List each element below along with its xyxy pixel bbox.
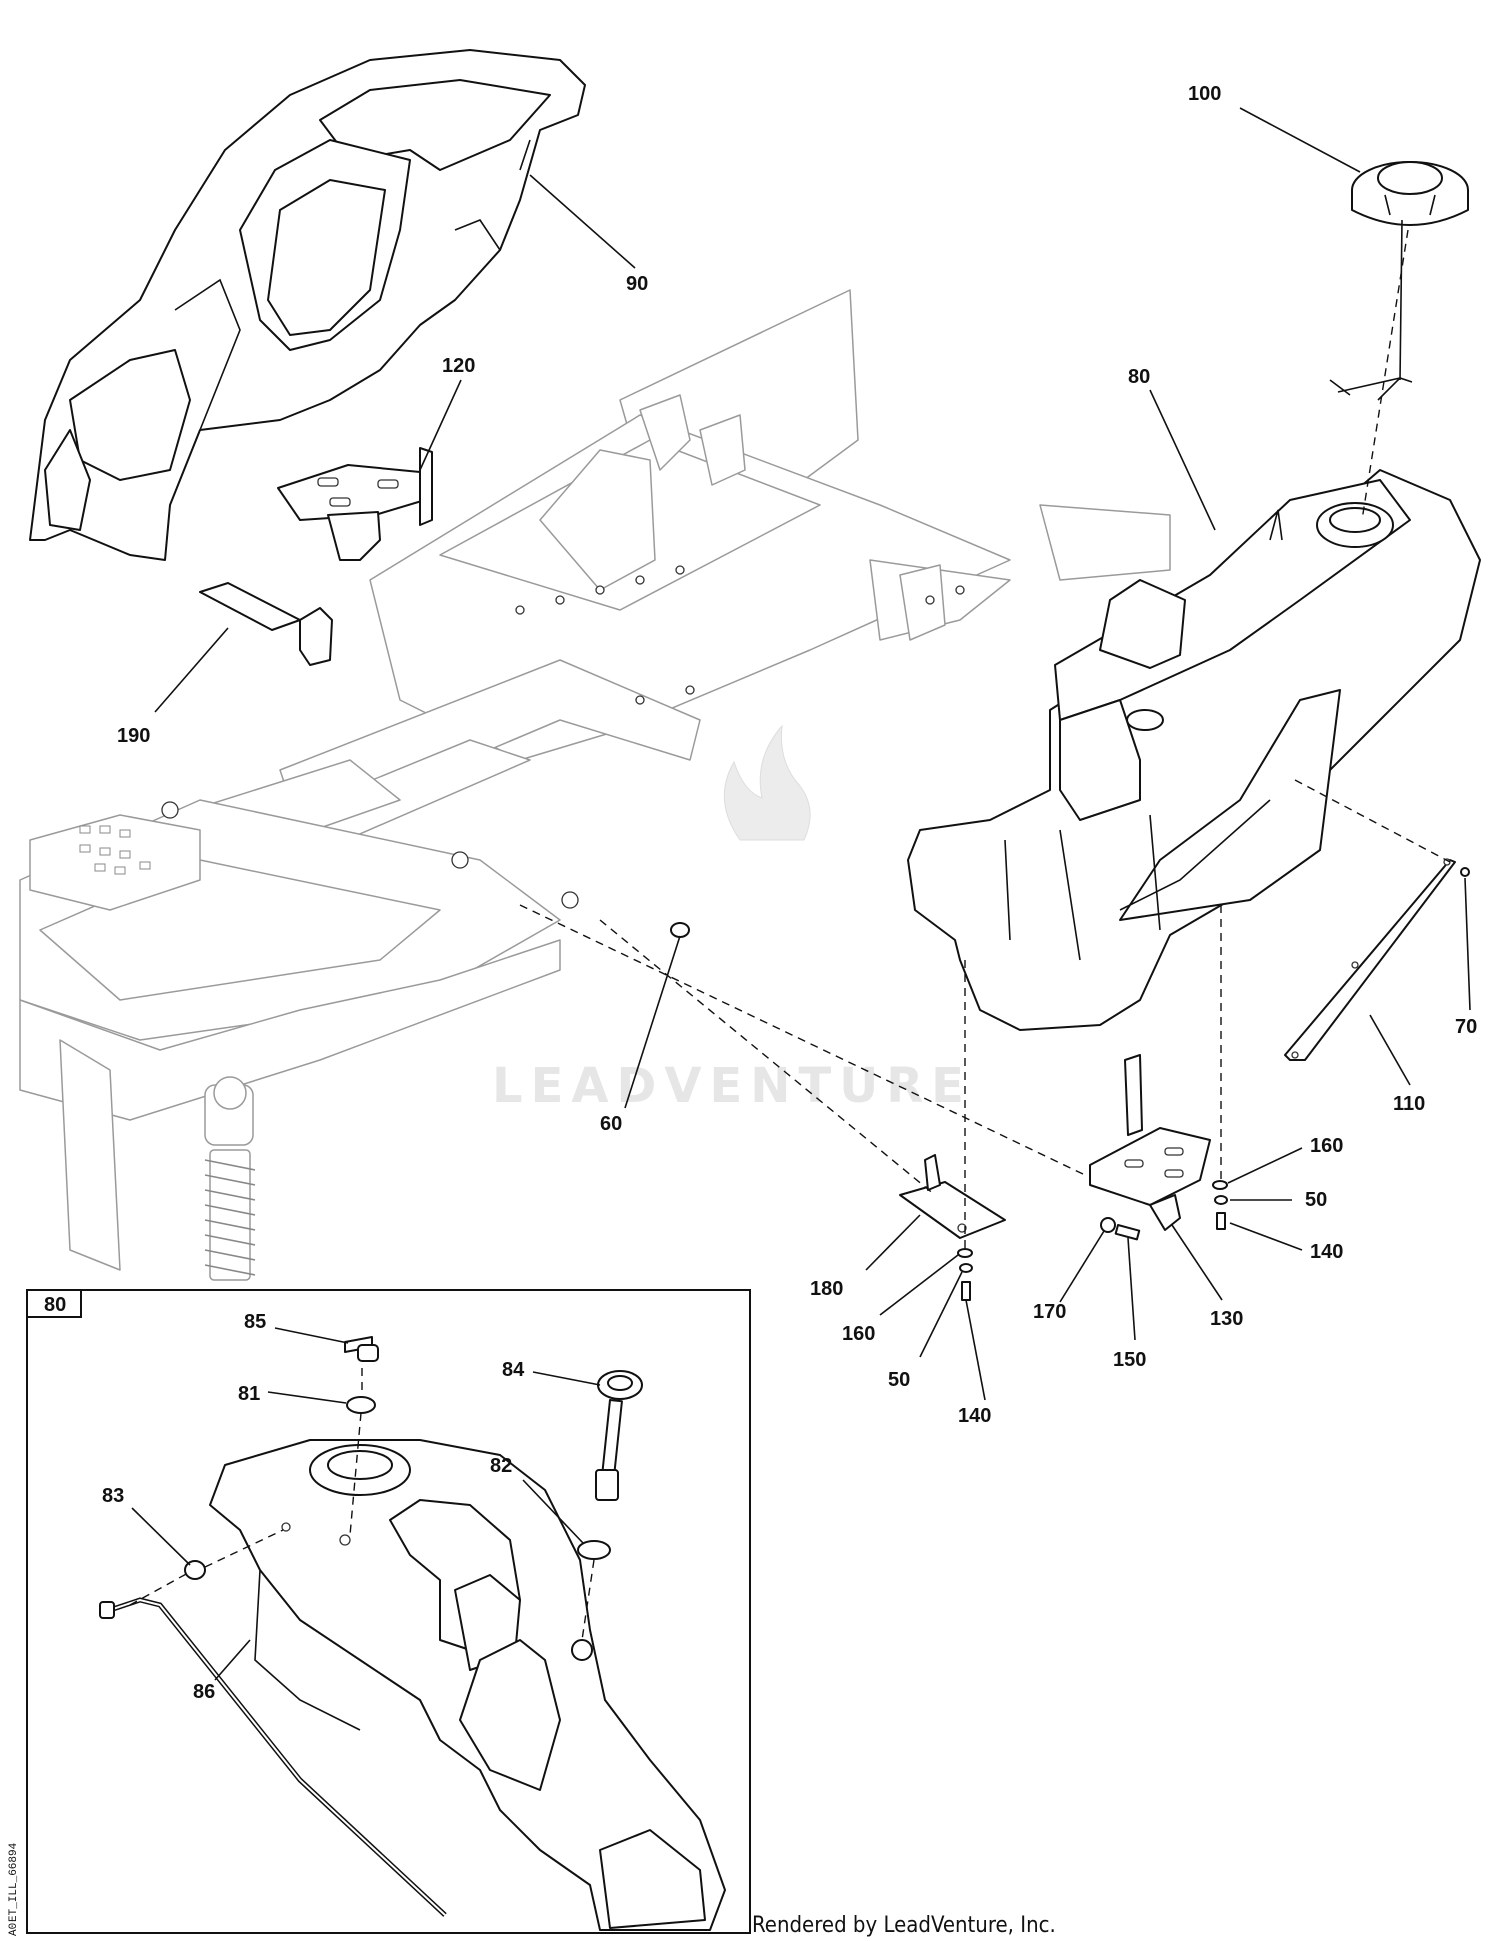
watermark-text: LEADVENTURE bbox=[492, 1058, 972, 1114]
bracket-180 bbox=[899, 1154, 1006, 1239]
leader-lines bbox=[154, 107, 1471, 1401]
inset-part-85 bbox=[344, 1336, 379, 1362]
inset-part-82 bbox=[577, 1540, 611, 1560]
label-160-right: 160 bbox=[1310, 1135, 1343, 1157]
bolt-140-right bbox=[1216, 1212, 1226, 1230]
inset-part-84 bbox=[595, 1370, 643, 1501]
fuel-tank-80 bbox=[907, 469, 1481, 1031]
clip-60 bbox=[670, 922, 690, 938]
inset-label-85: 85 bbox=[244, 1311, 266, 1333]
label-80: 80 bbox=[1128, 366, 1150, 388]
footer-credit: Rendered by LeadVenture, Inc. bbox=[752, 1913, 1056, 1938]
label-170: 170 bbox=[1033, 1301, 1066, 1323]
fuel-cap-100 bbox=[1329, 161, 1469, 401]
inset-part-81 bbox=[346, 1396, 376, 1414]
label-190: 190 bbox=[117, 725, 150, 747]
label-140-right: 140 bbox=[1310, 1241, 1343, 1263]
inset-tank bbox=[209, 1439, 726, 1931]
inset-part-83 bbox=[184, 1560, 206, 1580]
washer-160-left bbox=[957, 1248, 973, 1258]
assembly-lines bbox=[519, 229, 1451, 1250]
washer-170 bbox=[1100, 1217, 1116, 1233]
label-180: 180 bbox=[810, 1278, 843, 1300]
bracket-190 bbox=[199, 582, 333, 666]
inset-label-84: 84 bbox=[502, 1359, 525, 1381]
bolt-150 bbox=[1114, 1224, 1141, 1241]
label-70: 70 bbox=[1455, 1016, 1477, 1038]
doc-id-text: ET_ILL_66894 bbox=[8, 1842, 20, 1922]
inset-label-86: 86 bbox=[193, 1681, 215, 1703]
callout-labels: 100 90 120 80 190 60 70 110 160 50 140 1… bbox=[117, 83, 1477, 1427]
chassis-frame bbox=[19, 289, 1171, 1281]
fender-left-90 bbox=[29, 49, 586, 561]
label-50-left: 50 bbox=[888, 1369, 910, 1391]
washer-160-right bbox=[1212, 1180, 1228, 1190]
screw-70 bbox=[1460, 867, 1470, 877]
panel-110 bbox=[1284, 858, 1456, 1061]
label-100: 100 bbox=[1188, 83, 1221, 105]
label-120: 120 bbox=[442, 355, 475, 377]
washer-50-right bbox=[1214, 1195, 1228, 1205]
watermark: LEADVENTURE bbox=[492, 724, 972, 1114]
bracket-120 bbox=[277, 447, 433, 561]
bracket-130 bbox=[1089, 1054, 1211, 1231]
label-50-right: 50 bbox=[1305, 1189, 1327, 1211]
doc-rev-text: A0 bbox=[8, 1923, 20, 1936]
inset-tag-label: 80 bbox=[44, 1294, 66, 1316]
label-110: 110 bbox=[1393, 1093, 1425, 1115]
label-130: 130 bbox=[1210, 1308, 1243, 1330]
label-160-left: 160 bbox=[842, 1323, 875, 1345]
bolt-140-left bbox=[961, 1281, 971, 1301]
document-id: ET_ILL_66894 A0 bbox=[8, 1842, 20, 1936]
shock-absorber bbox=[204, 1076, 256, 1281]
inset-label-81: 81 bbox=[238, 1383, 260, 1405]
inset-label-82: 82 bbox=[490, 1455, 512, 1477]
label-60: 60 bbox=[600, 1113, 622, 1135]
inset-part-86 bbox=[99, 1597, 447, 1917]
label-90: 90 bbox=[626, 273, 648, 295]
inset-label-83: 83 bbox=[102, 1485, 124, 1507]
label-150: 150 bbox=[1113, 1349, 1146, 1371]
inset-fuel-tank-detail: 80 bbox=[26, 1289, 751, 1934]
label-140-left: 140 bbox=[958, 1405, 991, 1427]
washer-50-left bbox=[959, 1263, 973, 1273]
